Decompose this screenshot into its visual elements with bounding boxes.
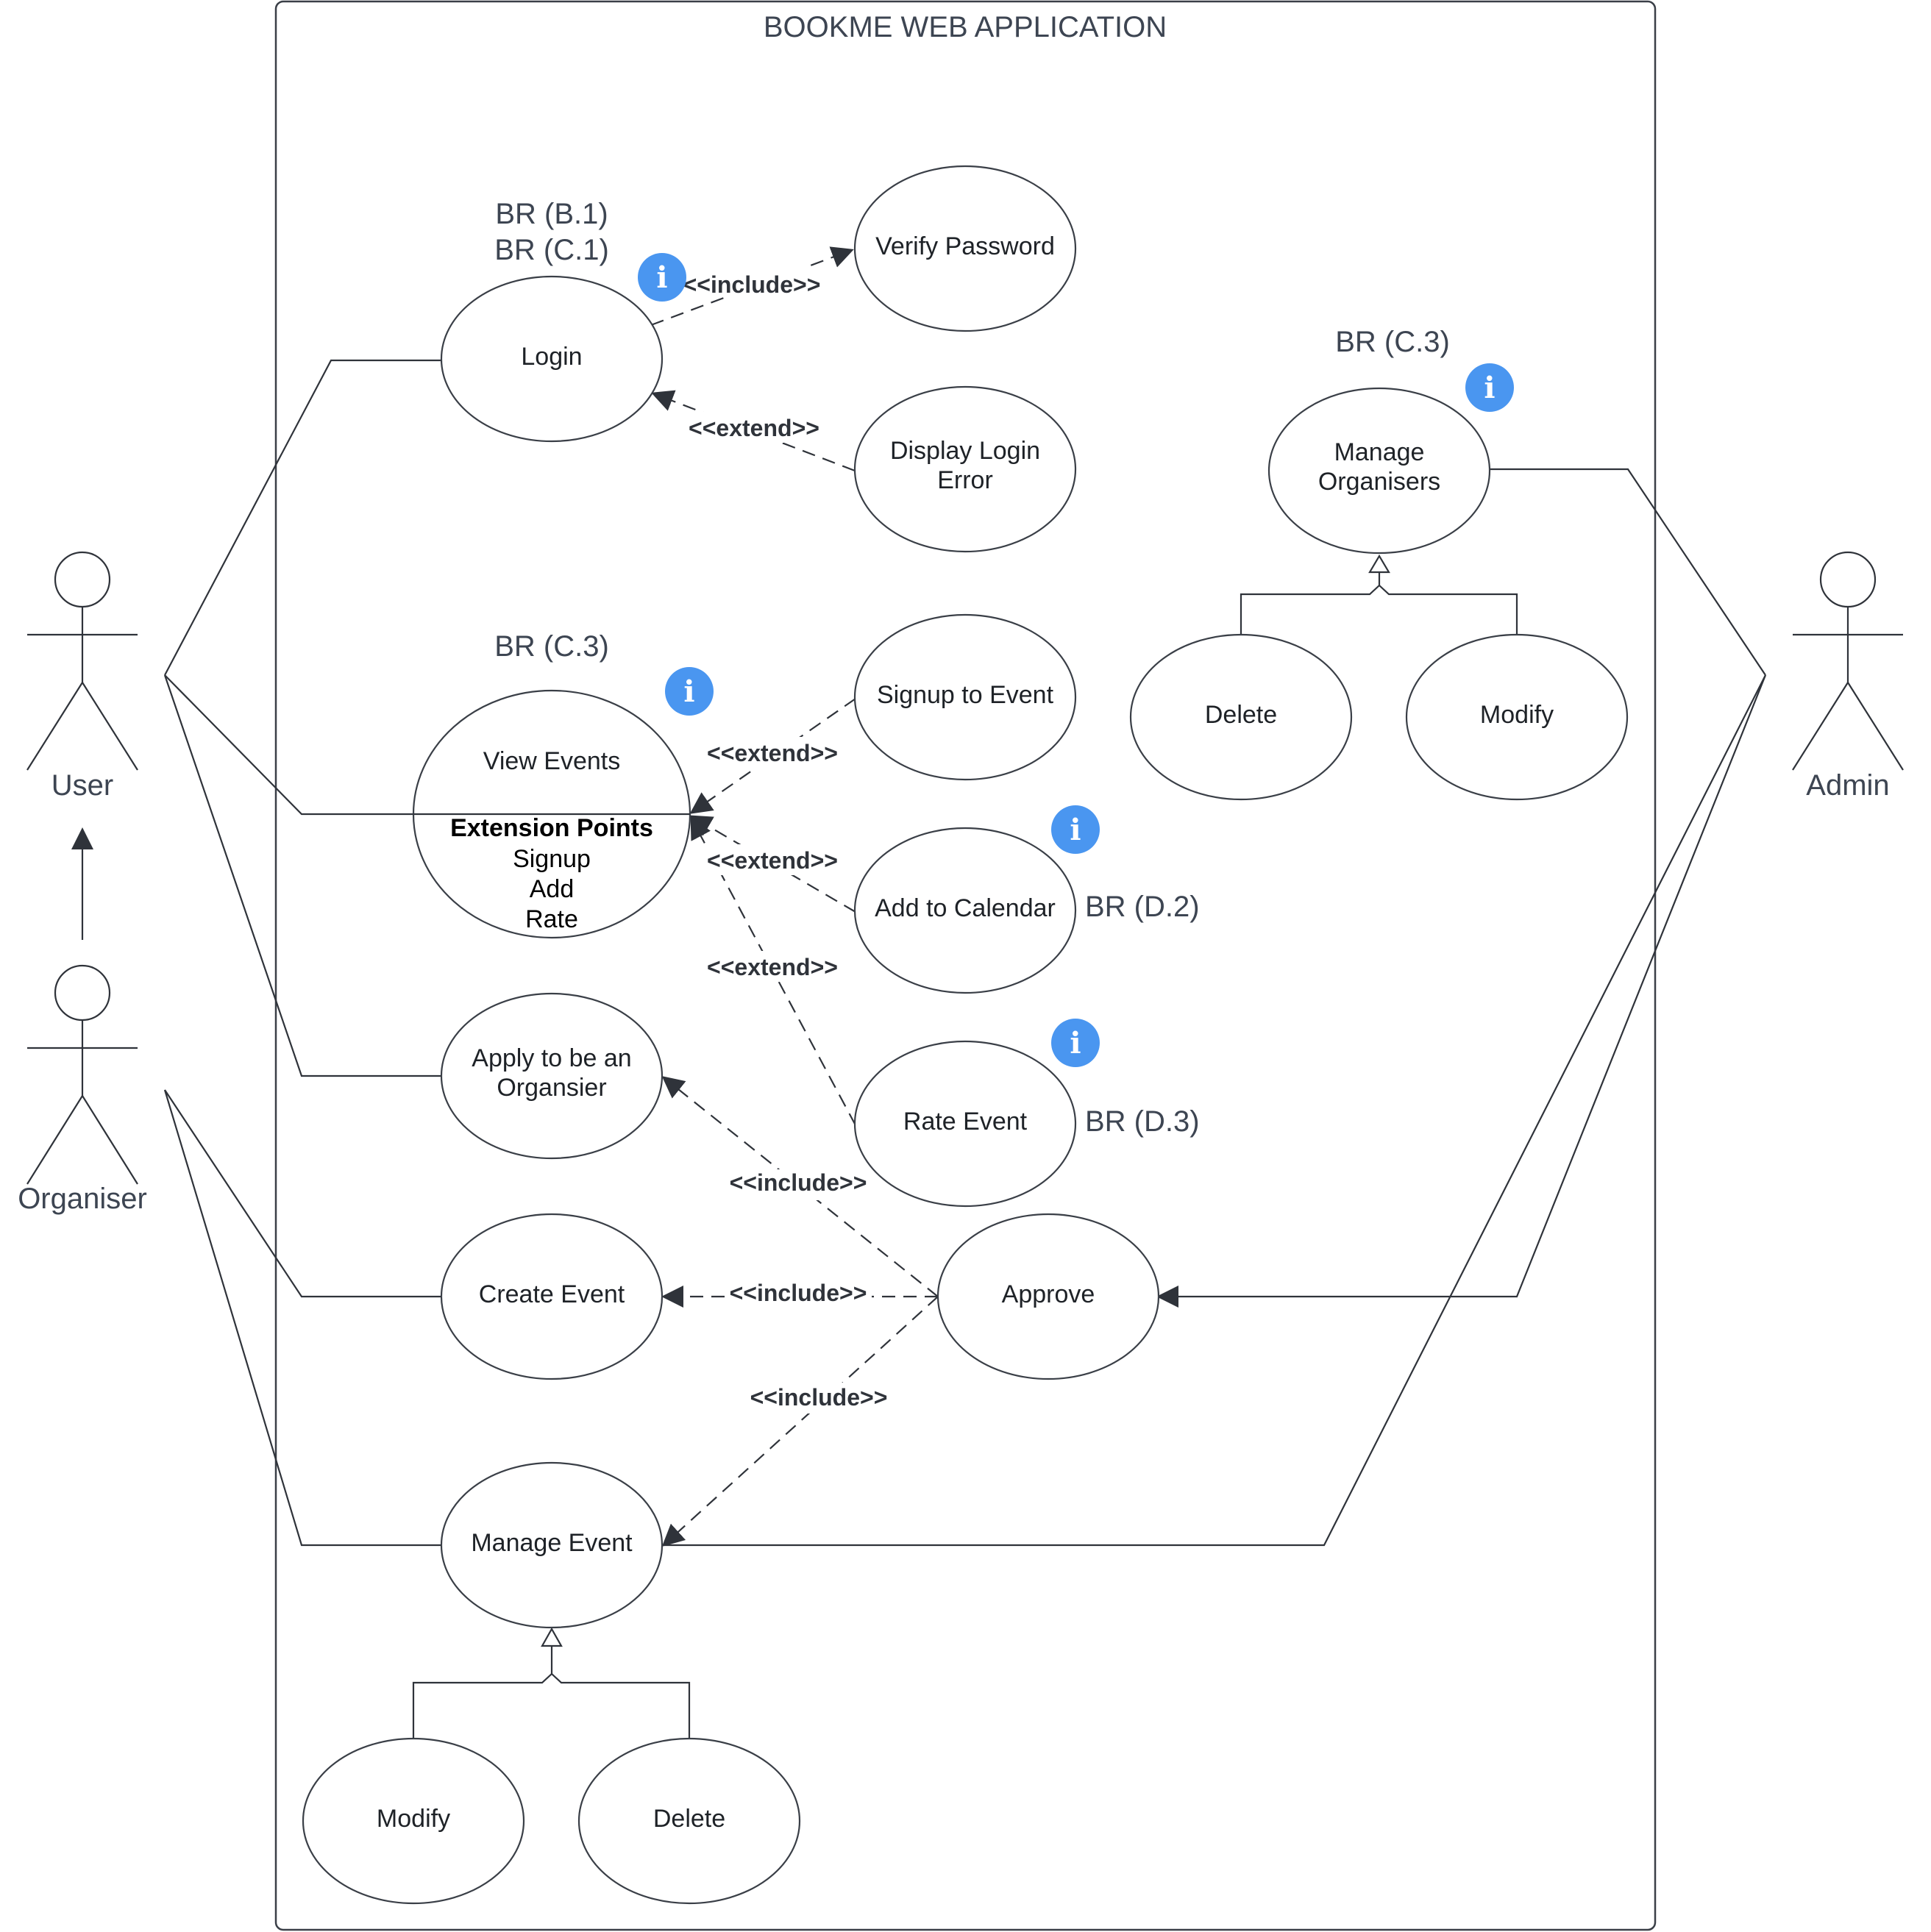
display-login-error-label-2: Error bbox=[937, 466, 993, 494]
organiser-associations bbox=[163, 1089, 441, 1547]
apply-organiser-label-2: Organsier bbox=[497, 1074, 606, 1102]
use-case-display-login-error[interactable]: Display Login Error bbox=[853, 385, 1077, 553]
use-case-rate-event[interactable]: Rate Event bbox=[853, 1040, 1077, 1208]
verify-password-label: Verify Password bbox=[875, 232, 1055, 260]
admin-head-icon bbox=[1819, 551, 1877, 608]
include-label-manage-event: <<include>> bbox=[750, 1384, 888, 1411]
svg-text:i: i bbox=[1070, 813, 1081, 847]
extension-points-heading: Extension Points bbox=[450, 814, 653, 842]
extend-label-signup: <<extend>> bbox=[707, 740, 838, 766]
manage-organisers-label-2: Organisers bbox=[1318, 468, 1440, 496]
info-icon[interactable]: i bbox=[1465, 363, 1514, 412]
info-icon[interactable]: i bbox=[1051, 805, 1100, 854]
use-case-manage-event-delete[interactable]: Delete bbox=[577, 1737, 801, 1905]
requirement-refs: BR (B.1) BR (C.1) BR (C.3) BR (C.3) BR (… bbox=[494, 198, 1450, 1138]
info-icon[interactable]: i bbox=[638, 253, 686, 302]
svg-text:i: i bbox=[1484, 371, 1495, 405]
manage-organisers-generalization bbox=[1240, 554, 1518, 636]
manage-event-modify-label: Modify bbox=[377, 1805, 450, 1833]
login-label: Login bbox=[521, 343, 582, 371]
organisers-delete-label: Delete bbox=[1205, 701, 1277, 729]
include-label-create-event: <<include>> bbox=[730, 1280, 867, 1306]
user-head-icon bbox=[54, 551, 111, 608]
stereotype-labels: <<include>> <<extend>> <<extend>> <<exte… bbox=[680, 266, 892, 1414]
use-case-approve[interactable]: Approve bbox=[936, 1213, 1160, 1380]
br-view-events: BR (C.3) bbox=[494, 630, 609, 663]
rate-event-label: Rate Event bbox=[903, 1108, 1028, 1136]
apply-organiser-label-1: Apply to be an bbox=[472, 1044, 631, 1072]
include-label-login: <<include>> bbox=[683, 271, 821, 298]
svg-text:i: i bbox=[656, 260, 667, 295]
admin-manage-organisers-association bbox=[1490, 468, 1766, 676]
manage-organisers-label-1: Manage bbox=[1334, 438, 1425, 466]
extension-point-add: Add bbox=[530, 875, 575, 903]
use-case-verify-password[interactable]: Verify Password bbox=[853, 165, 1077, 332]
extend-label-calendar: <<extend>> bbox=[707, 847, 838, 874]
br-rate-event: BR (D.3) bbox=[1085, 1105, 1200, 1138]
use-case-organisers-modify[interactable]: Modify bbox=[1405, 633, 1629, 801]
admin-approve-association bbox=[1156, 674, 1767, 1308]
use-case-login[interactable]: Login bbox=[440, 275, 664, 443]
svg-text:i: i bbox=[683, 674, 694, 709]
use-case-add-to-calendar[interactable]: Add to Calendar bbox=[853, 827, 1077, 994]
signup-to-event-label: Signup to Event bbox=[877, 681, 1054, 709]
extend-label-login-error: <<extend>> bbox=[689, 415, 819, 441]
use-case-manage-event[interactable]: Manage Event bbox=[440, 1461, 664, 1629]
user-label: User bbox=[51, 769, 113, 802]
system-title: BOOKME WEB APPLICATION bbox=[764, 11, 1167, 43]
use-case-view-events[interactable]: View Events Extension Points Signup Add … bbox=[412, 689, 691, 939]
actor-organiser[interactable]: Organiser bbox=[18, 964, 147, 1215]
organiser-head-icon bbox=[54, 964, 111, 1022]
use-case-organisers-delete[interactable]: Delete bbox=[1129, 633, 1353, 801]
approve-include-manage-event bbox=[661, 1296, 939, 1547]
info-icon[interactable]: i bbox=[665, 667, 714, 716]
br-manage-organisers: BR (C.3) bbox=[1335, 326, 1450, 358]
signup-extend-view-events bbox=[689, 698, 856, 814]
organiser-label: Organiser bbox=[18, 1183, 147, 1215]
admin-label: Admin bbox=[1806, 769, 1889, 802]
manage-event-generalization bbox=[412, 1627, 691, 1738]
use-case-signup-to-event[interactable]: Signup to Event bbox=[853, 613, 1077, 781]
view-events-label: View Events bbox=[483, 747, 620, 775]
admin-manage-event-association bbox=[662, 674, 1766, 1547]
user-apply-association bbox=[163, 674, 441, 1077]
br-add-to-calendar: BR (D.2) bbox=[1085, 891, 1200, 923]
manage-event-delete-label: Delete bbox=[653, 1805, 725, 1833]
use-case-apply-organiser[interactable]: Apply to be an Organsier bbox=[440, 992, 664, 1160]
organisers-modify-label: Modify bbox=[1480, 701, 1554, 729]
extension-point-rate: Rate bbox=[525, 905, 578, 933]
use-case-manage-organisers[interactable]: Manage Organisers bbox=[1267, 387, 1491, 555]
extension-point-signup: Signup bbox=[513, 845, 591, 873]
manage-event-label: Manage Event bbox=[471, 1529, 633, 1557]
approve-label: Approve bbox=[1002, 1280, 1095, 1308]
br-login-2: BR (C.1) bbox=[494, 234, 609, 266]
system-boundary bbox=[274, 0, 1657, 1931]
include-label-apply: <<include>> bbox=[730, 1169, 867, 1196]
info-icon[interactable]: i bbox=[1051, 1019, 1100, 1067]
display-login-error-label-1: Display Login bbox=[890, 437, 1040, 465]
admin-associations bbox=[662, 468, 1767, 1547]
svg-text:i: i bbox=[1070, 1026, 1081, 1061]
organiser-create-event-association bbox=[164, 1089, 441, 1298]
actor-admin[interactable]: Admin bbox=[1792, 551, 1904, 802]
br-login-1: BR (B.1) bbox=[495, 198, 608, 230]
create-event-label: Create Event bbox=[479, 1280, 625, 1308]
user-login-association bbox=[164, 359, 441, 676]
actor-user[interactable]: User bbox=[26, 551, 138, 802]
extend-label-rate: <<extend>> bbox=[707, 954, 838, 980]
add-to-calendar-label: Add to Calendar bbox=[875, 894, 1056, 922]
organiser-manage-event-association bbox=[163, 1089, 441, 1547]
use-case-create-event[interactable]: Create Event bbox=[440, 1213, 664, 1380]
use-case-manage-event-modify[interactable]: Modify bbox=[302, 1737, 525, 1905]
